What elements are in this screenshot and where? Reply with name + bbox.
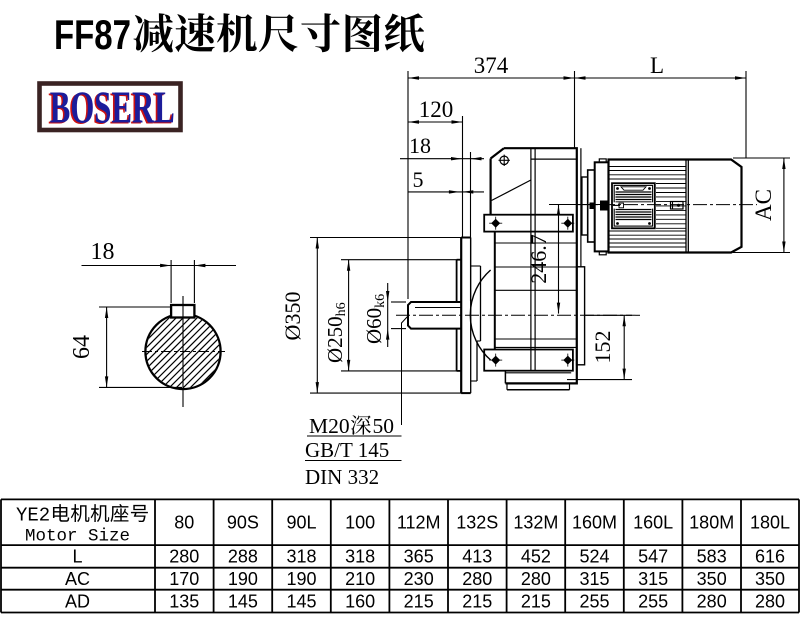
svg-text:80: 80 [174,513,194,533]
svg-text:DIN 332: DIN 332 [305,465,379,489]
svg-text:YE2: YE2 [16,505,50,527]
svg-text:BOSERL: BOSERL [50,83,175,133]
svg-text:AD: AD [65,591,90,611]
svg-text:145: 145 [286,591,316,611]
svg-text:318: 318 [286,547,316,567]
svg-text:160L: 160L [633,513,673,533]
svg-text:170: 170 [169,569,199,589]
svg-text:160: 160 [345,591,375,611]
svg-text:132M: 132M [513,513,558,533]
svg-text:315: 315 [638,569,668,589]
svg-text:L: L [72,547,82,567]
svg-text:210: 210 [345,569,375,589]
svg-text:132S: 132S [456,513,498,533]
svg-text:190: 190 [228,569,258,589]
svg-text:145: 145 [228,591,258,611]
svg-text:L: L [650,53,664,78]
svg-text:280: 280 [462,569,492,589]
svg-text:M20: M20 [309,414,350,438]
svg-text:524: 524 [579,547,609,567]
svg-text:180L: 180L [750,513,790,533]
svg-text:BOSERL: BOSERL [48,84,173,134]
svg-text:AC: AC [751,189,776,221]
svg-text:152: 152 [590,331,615,364]
svg-text:180M: 180M [689,513,734,533]
svg-text:365: 365 [404,547,434,567]
svg-text:Ø350: Ø350 [280,292,305,341]
svg-text:18: 18 [91,239,115,265]
svg-text:215: 215 [404,591,434,611]
svg-text:112M: 112M [397,513,441,533]
svg-text:280: 280 [697,591,727,611]
svg-text:90L: 90L [286,513,316,533]
svg-text:547: 547 [638,547,668,567]
svg-text:452: 452 [521,547,551,567]
svg-text:246.7: 246.7 [526,234,551,284]
svg-text:230: 230 [404,569,434,589]
svg-text:120: 120 [419,97,454,122]
svg-text:413: 413 [462,547,492,567]
svg-text:616: 616 [755,547,785,567]
svg-text:135: 135 [169,591,199,611]
svg-text:100: 100 [345,513,375,533]
svg-text:5: 5 [413,167,424,192]
svg-text:315: 315 [579,569,609,589]
svg-text:160M: 160M [572,513,617,533]
svg-text:280: 280 [169,547,199,567]
svg-text:255: 255 [579,591,609,611]
svg-text:FF87: FF87 [54,11,131,58]
svg-text:AC: AC [65,569,90,589]
svg-text:GB/T 145: GB/T 145 [305,438,389,462]
svg-text:90S: 90S [227,513,259,533]
svg-text:350: 350 [697,569,727,589]
svg-text:288: 288 [228,547,258,567]
svg-text:215: 215 [462,591,492,611]
svg-text:Motor Size: Motor Size [25,527,130,547]
svg-text:350: 350 [755,569,785,589]
svg-text:280: 280 [755,591,785,611]
svg-text:280: 280 [521,569,551,589]
svg-text:583: 583 [697,547,727,567]
svg-text:50: 50 [373,414,395,438]
svg-text:374: 374 [474,53,509,78]
svg-text:64: 64 [69,335,95,359]
svg-text:Ø250h6: Ø250h6 [323,302,349,363]
svg-text:190: 190 [286,569,316,589]
svg-text:215: 215 [521,591,551,611]
svg-text:255: 255 [638,591,668,611]
svg-text:318: 318 [345,547,375,567]
svg-text:18: 18 [409,133,431,158]
